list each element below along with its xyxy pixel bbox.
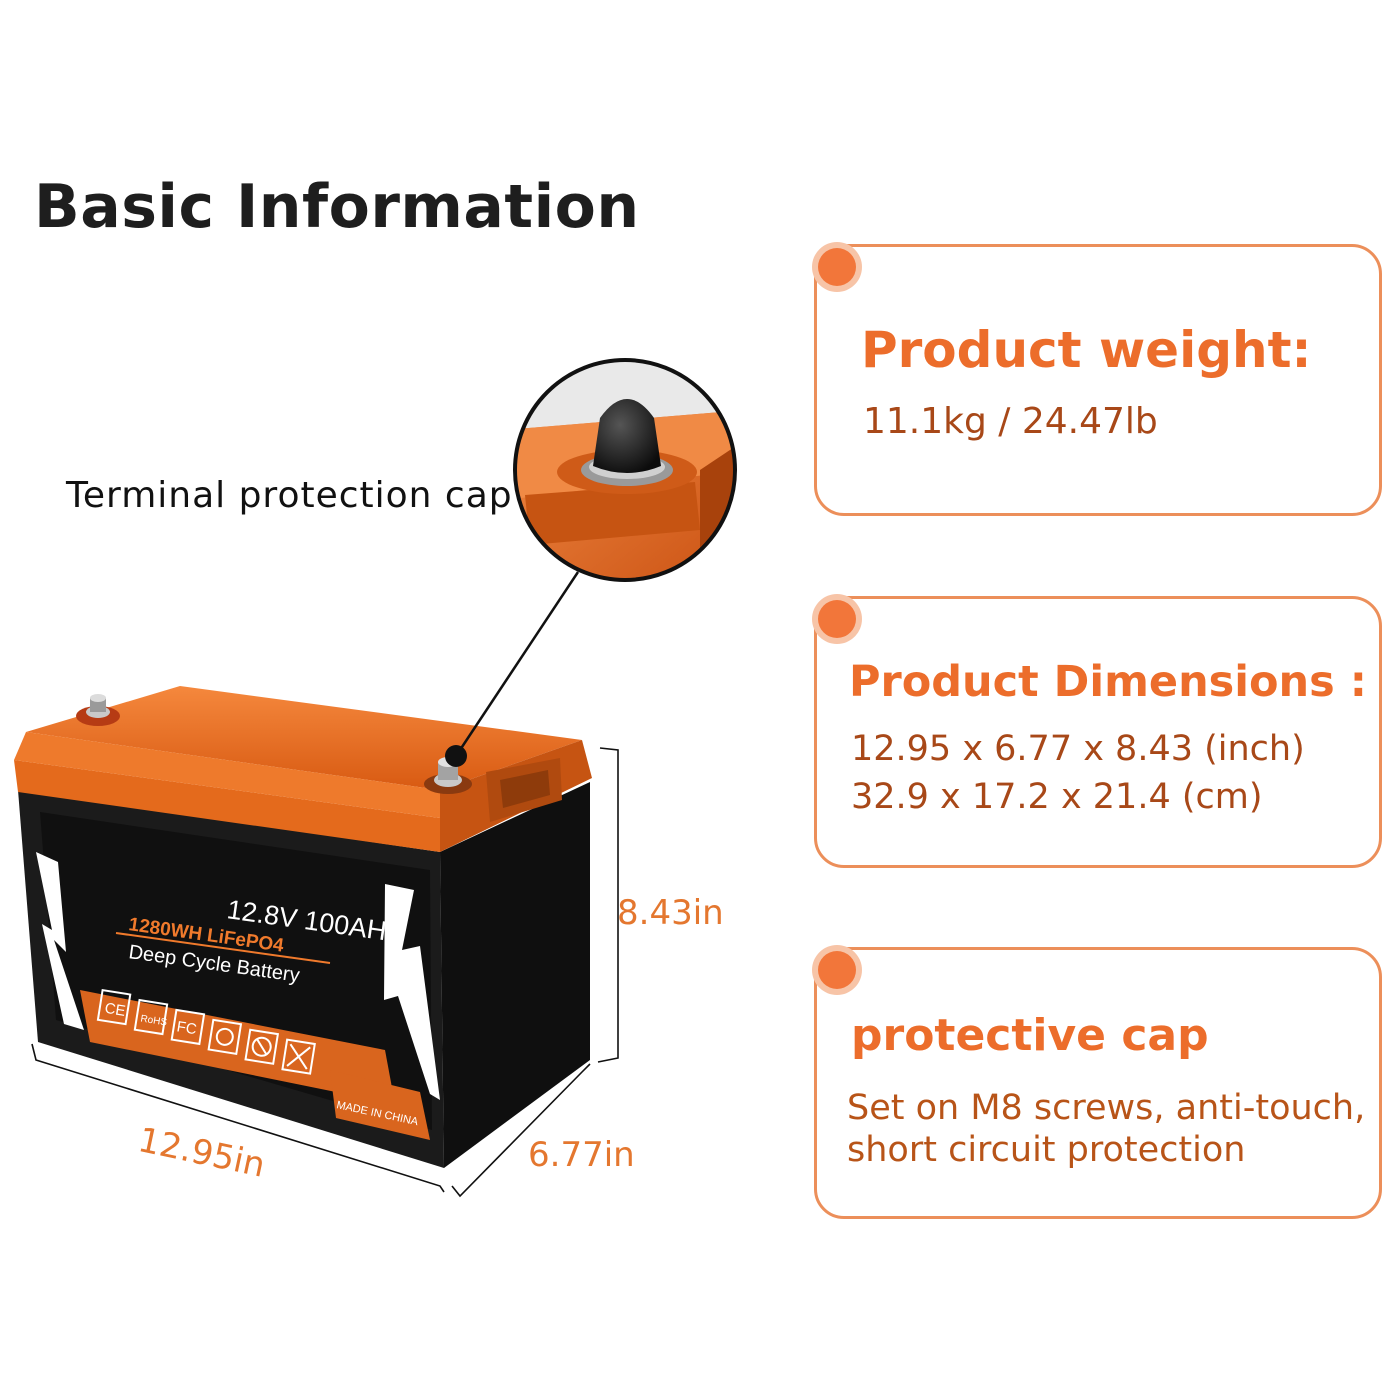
cap-heading: protective cap <box>851 1010 1209 1061</box>
cap-line-1: Set on M8 screws, anti-touch, <box>847 1088 1366 1128</box>
svg-text:RoHS: RoHS <box>140 1014 168 1029</box>
svg-text:FC: FC <box>175 1018 198 1038</box>
rohs-icon: RoHS <box>133 998 169 1036</box>
svg-text:CE: CE <box>103 1000 126 1020</box>
no-fire-icon <box>244 1028 280 1065</box>
weight-card: Product weight: 11.1kg / 24.47lb <box>812 242 1382 516</box>
protective-cap-card: protective cap Set on M8 screws, anti-to… <box>812 945 1382 1219</box>
weight-value: 11.1kg / 24.47lb <box>863 401 1158 442</box>
page-title: Basic Information <box>34 172 640 242</box>
weight-heading: Product weight: <box>861 321 1312 379</box>
dimensions-heading: Product Dimensions : <box>849 657 1367 707</box>
ce-mark-icon: CE <box>96 989 132 1026</box>
bullet-dot-icon <box>812 945 862 995</box>
bullet-dot-icon <box>812 242 862 292</box>
no-trash-icon <box>281 1038 316 1075</box>
width-dimension-label: 6.77in <box>528 1135 635 1175</box>
fcc-icon: FC <box>170 1008 206 1046</box>
dimensions-card: Product Dimensions : 12.95 x 6.77 x 8.43… <box>812 594 1382 868</box>
terminal-cap-label: Terminal protection cap <box>66 475 513 516</box>
dimensions-cm: 32.9 x 17.2 x 21.4 (cm) <box>851 777 1263 817</box>
dimensions-inch: 12.95 x 6.77 x 8.43 (inch) <box>851 729 1305 769</box>
bullet-dot-icon <box>812 594 862 644</box>
cap-line-2: short circuit protection <box>847 1130 1246 1170</box>
recycle-icon <box>207 1018 243 1055</box>
height-dimension-label: 8.43in <box>617 893 724 933</box>
